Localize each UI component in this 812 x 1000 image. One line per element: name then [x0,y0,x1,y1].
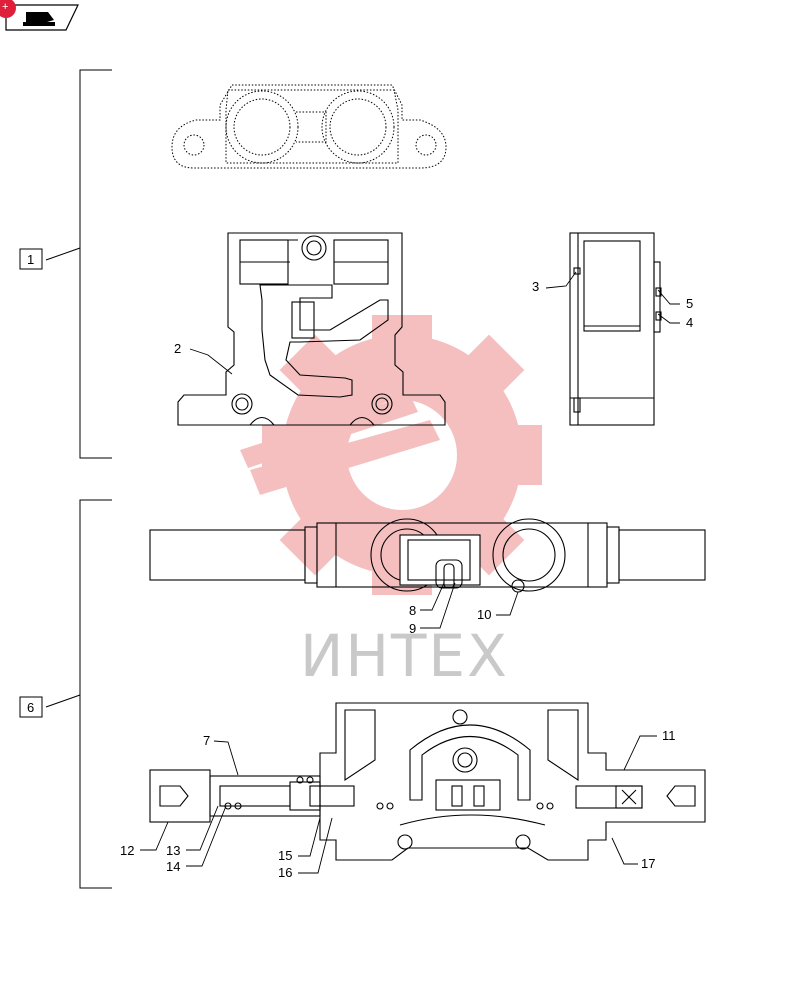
watermark-text: ИНТЕХ [300,622,509,690]
callout-11[interactable]: 11 [662,728,676,743]
callout-16[interactable]: 16 [278,865,292,880]
callout-labels: 2 3 4 5 7 8 9 10 11 12 13 14 15 16 17 [120,279,693,880]
book-hand-icon[interactable] [23,12,55,26]
watermark-gear-icon [240,315,542,595]
valve-body-front-view [177,232,446,426]
group-label-6: 6 [27,700,34,715]
group-label-box-1[interactable]: 1 [19,248,43,270]
callout-14[interactable]: 14 [166,859,180,874]
valve-cross-section [149,702,706,861]
callout-4[interactable]: 4 [686,315,693,330]
group-bracket-6 [45,499,112,889]
gasket-outline-dotted [171,84,447,169]
callout-12[interactable]: 12 [120,843,134,858]
watermark: ИНТЕХ [240,315,542,690]
callout-9[interactable]: 9 [409,621,416,636]
plus-badge-icon[interactable] [0,0,16,18]
group-label-box-6[interactable]: 6 [19,696,43,718]
callout-7[interactable]: 7 [203,733,210,748]
callout-15[interactable]: 15 [278,848,292,863]
callout-17[interactable]: 17 [641,856,655,871]
toolbar[interactable]: + [0,0,79,31]
callout-10[interactable]: 10 [477,607,491,622]
plus-badge-glyph: + [2,1,8,13]
spool-assembly-top-view [149,518,706,593]
callout-8[interactable]: 8 [409,603,416,618]
valve-body-side-view [569,232,662,426]
group-bracket-1 [45,69,112,459]
callout-2[interactable]: 2 [174,341,181,356]
group-label-1: 1 [27,252,34,267]
callout-13[interactable]: 13 [166,843,180,858]
callout-5[interactable]: 5 [686,296,693,311]
leader-lines [140,271,680,874]
callout-3[interactable]: 3 [532,279,539,294]
